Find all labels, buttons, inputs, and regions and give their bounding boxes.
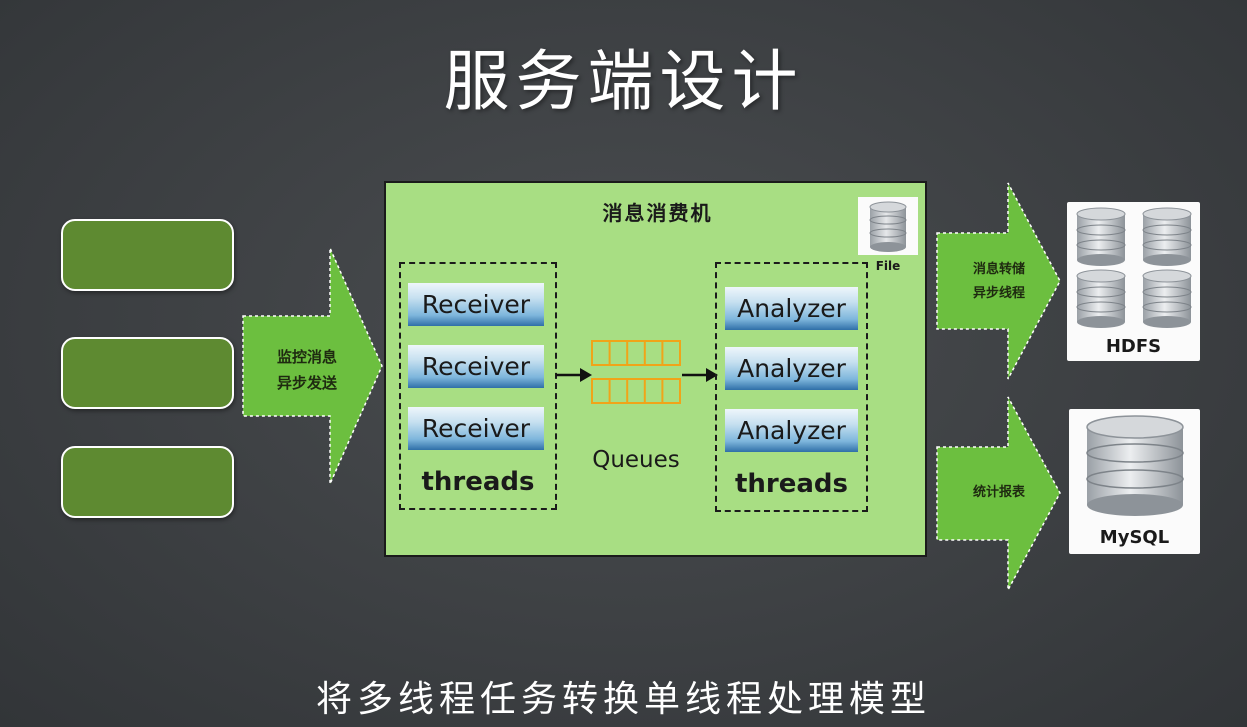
arrow-right-icon (682, 368, 718, 382)
database-cluster-icon (1076, 207, 1192, 328)
send-arrow-label: 监控消息 异步发送 (248, 344, 366, 396)
slide-caption: 将多线程任务转换单线程处理模型 (315, 679, 931, 720)
analyzer-thread-1: Analyzer (725, 287, 858, 330)
dump-arrow-label-line-1: 消息转储 (972, 262, 1025, 277)
hdfs-label: HDFS (1105, 336, 1162, 357)
analyzer-threads-label: threads (734, 469, 849, 499)
analyzer-thread-2: Analyzer (725, 347, 858, 390)
database-icon (1086, 415, 1184, 516)
page-title: 服务端设计 (443, 43, 804, 120)
consumer-title: 消息消费机 (602, 201, 713, 225)
receiver-thread-2: Receiver (408, 345, 544, 388)
receiver-threads-group (399, 262, 557, 510)
client-node-3 (61, 446, 234, 518)
arrow-right-icon (556, 368, 592, 382)
analyzer-thread-3: Analyzer (725, 409, 858, 452)
report-arrow-label: 统计报表 (944, 481, 1054, 505)
receiver-threads-label: threads (421, 467, 535, 497)
dump-arrow-label-line-2: 异步线程 (972, 286, 1025, 301)
database-icon (869, 201, 907, 252)
send-arrow-label-line-1: 监控消息 (276, 348, 337, 366)
receiver-thread-1: Receiver (408, 283, 544, 326)
file-label: File (875, 259, 901, 273)
report-arrow-label-line-1: 统计报表 (972, 485, 1025, 500)
receiver-thread-3: Receiver (408, 407, 544, 450)
dump-arrow-label: 消息转储 异步线程 (944, 258, 1054, 306)
message-consumer-panel: 消息消费机 File Receiver Receiver Receiver th… (384, 181, 927, 557)
client-node-2 (61, 337, 234, 409)
send-arrow-label-line-2: 异步发送 (276, 374, 337, 392)
report-arrow (936, 395, 1062, 592)
queues-label: Queues (592, 447, 680, 473)
hdfs-storage: HDFS (1067, 202, 1200, 361)
dump-arrow (936, 181, 1062, 381)
mysql-label: MySQL (1099, 527, 1170, 548)
file-panel (858, 197, 918, 255)
analyzer-threads-group (715, 262, 868, 512)
queue-icon (591, 340, 681, 404)
client-node-1 (61, 219, 234, 291)
mysql-storage: MySQL (1069, 409, 1200, 554)
send-arrow (242, 246, 384, 486)
